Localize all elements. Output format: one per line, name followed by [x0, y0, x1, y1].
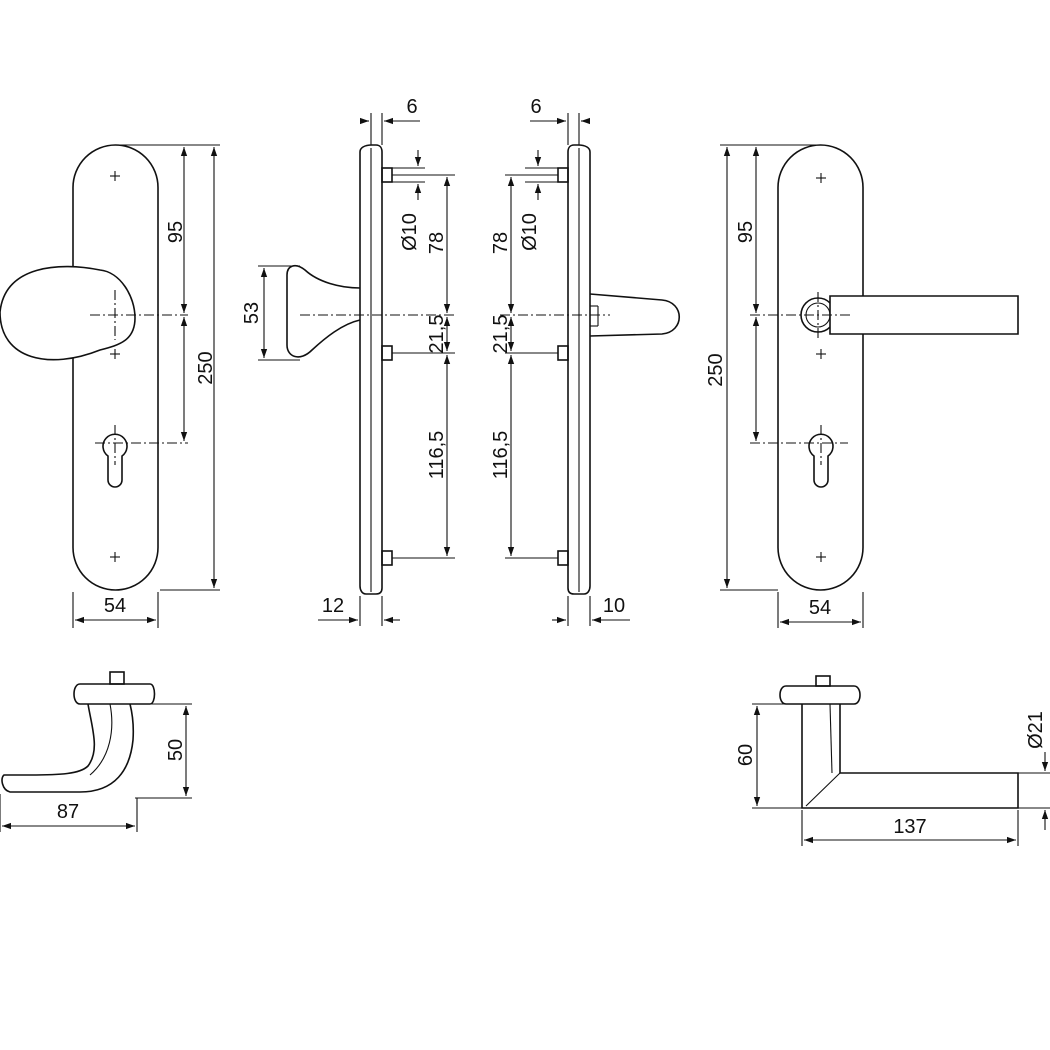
knob-rose	[0, 265, 136, 361]
backplate-side-outline-right	[567, 144, 591, 595]
lever-profile	[589, 293, 680, 337]
dim-label-137: 137	[893, 816, 926, 838]
front-view-left: 95 250 54	[0, 144, 220, 628]
dim-label-54-left: 54	[104, 595, 126, 617]
side-view-right: 6 Ø10 78 21,5 116,5 10	[490, 96, 680, 626]
dim-label-53: 53	[241, 302, 263, 324]
lever-arm	[829, 295, 1019, 335]
dim-label-10: 10	[603, 595, 625, 617]
lever-top-view: 60 Ø21 137	[735, 675, 1050, 846]
dim-label-d21: Ø21	[1025, 711, 1047, 749]
knob-top-view: 50 87	[0, 671, 192, 832]
dim-label-250: 250	[195, 351, 217, 384]
dim-label-12: 12	[322, 595, 344, 617]
knob-base	[73, 683, 156, 705]
dim-label-78-right: 78	[490, 232, 512, 254]
screw-marks-right	[816, 173, 826, 562]
backplate-outline-right	[777, 144, 864, 591]
dim-label-87: 87	[57, 801, 79, 823]
screw-marks	[110, 171, 120, 562]
dim-label-116-5-right: 116,5	[490, 431, 512, 480]
dim-label-95-right: 95	[735, 221, 757, 243]
lever-base	[779, 685, 861, 705]
dim-label-6-right: 6	[530, 96, 541, 118]
backplate-outline	[72, 144, 159, 591]
dim-label-d10-left: Ø10	[399, 213, 421, 251]
dim-label-250-right: 250	[705, 353, 727, 386]
lever-arm-top	[801, 704, 1019, 809]
dim-label-d10-right: Ø10	[519, 213, 541, 251]
dim-label-78-left: 78	[426, 232, 448, 254]
dim-label-95: 95	[165, 221, 187, 243]
side-view-left: 6 Ø10 78 21,5 116,5 53 12	[241, 96, 455, 626]
dim-label-21-5-right: 21,5	[490, 315, 512, 354]
dim-label-21-5-left: 21,5	[426, 315, 448, 354]
keyhole-icon	[102, 433, 128, 488]
dim-label-6-left: 6	[406, 96, 417, 118]
dim-label-50: 50	[165, 739, 187, 761]
knob-arm	[1, 703, 135, 793]
backplate-side-outline	[359, 144, 383, 595]
dim-label-60: 60	[735, 744, 757, 766]
keyhole-icon-right	[808, 433, 834, 488]
dim-label-116-5-left: 116,5	[426, 431, 448, 480]
front-view-right: 95 250 54	[705, 144, 1019, 628]
knob-profile	[286, 264, 361, 358]
dim-label-54-right: 54	[809, 597, 831, 619]
